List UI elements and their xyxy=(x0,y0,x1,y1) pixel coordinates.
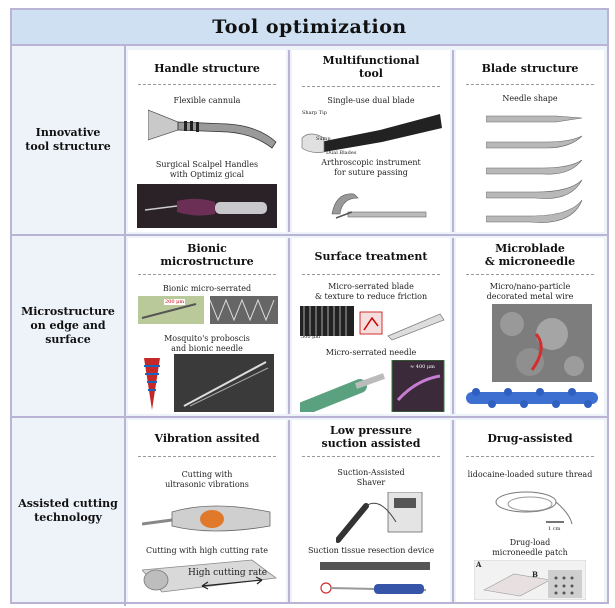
row-label-assisted: Assisted cutting technology xyxy=(18,497,118,524)
cell-low-pressure-suction: Low pressure suction assisted Suction-As… xyxy=(292,420,450,602)
cell-drug-assisted: Drug-assisted lidocaine-loaded suture th… xyxy=(456,420,604,602)
scalpel-handle-image xyxy=(137,184,277,228)
dual-blade-image xyxy=(301,114,442,153)
caption: Needle shape xyxy=(502,94,558,103)
label-panel-b: B xyxy=(532,570,538,579)
cell-microblade-microneedle: Microblade & microneedle Micro/nano-part… xyxy=(456,238,604,414)
caption: Bionic micro-serrated xyxy=(162,284,252,293)
microneedle-patch-image xyxy=(474,560,586,600)
cell-bionic-microstructure: Bionic microstructure Bionic micro-serra… xyxy=(128,238,286,414)
column-separator xyxy=(452,420,454,602)
bionic-serrated-image xyxy=(138,296,278,324)
caption: Micro-serrated blade & texture to reduce… xyxy=(314,282,428,301)
divider xyxy=(302,456,440,457)
ultrasonic-tool-image xyxy=(142,505,271,532)
divider xyxy=(466,274,594,275)
cell-vibration-assisted: Vibration assited Cutting with ultrasoni… xyxy=(128,420,286,602)
caption: Arthroscopic instrument for suture passi… xyxy=(321,158,421,177)
label-dual-blades: Dual Blades xyxy=(326,150,357,156)
caption: lidocaine-loaded suture thread xyxy=(467,470,593,479)
caption: Mosquito's proboscis and bionic needle xyxy=(164,334,250,353)
caption: Flexible cannula xyxy=(173,96,241,105)
cell-title: Bionic microstructure xyxy=(160,242,254,269)
column-separator xyxy=(452,50,454,232)
needle-shapes-image xyxy=(486,115,583,223)
label-sharp-tip: Sharp Tip xyxy=(302,110,327,116)
flexible-cannula-image xyxy=(148,109,277,149)
mosquito-proboscis-image xyxy=(144,358,160,410)
divider xyxy=(302,86,440,87)
caption: Suction tissue resection device xyxy=(307,546,435,555)
suture-passing-instrument-image xyxy=(331,193,427,219)
suture-thread-image xyxy=(495,491,573,525)
cell-title: Surface treatment xyxy=(314,250,428,263)
column-separator xyxy=(288,50,290,232)
divider xyxy=(302,274,440,275)
cell-title: Microblade & microneedle xyxy=(484,242,576,269)
serrated-blade-texture-image xyxy=(300,306,445,341)
caption: Surgical Scalpel Handles with Optimiz gi… xyxy=(155,160,259,179)
cell-title: Vibration assited xyxy=(154,432,260,445)
label-scale-1cm: 1 cm xyxy=(548,526,561,532)
tissue-resection-device-image xyxy=(320,562,430,594)
label-scale-200um: 200 μm xyxy=(164,299,186,305)
high-cutting-rate-image xyxy=(142,559,277,593)
divider xyxy=(138,456,276,457)
column-separator xyxy=(288,238,290,414)
cell-surface-treatment: Surface treatment Micro-serrated blade &… xyxy=(292,238,450,414)
label-sump: Sump xyxy=(316,136,331,142)
column-separator xyxy=(124,46,126,606)
row-label-innovative: Innovative tool structure xyxy=(25,126,111,153)
microneedle-wire-image xyxy=(466,388,598,408)
cell-handle-structure: Handle structure Flexible cannula Surgic… xyxy=(128,50,286,232)
caption: Cutting with high cutting rate xyxy=(146,546,268,555)
bionic-needle-micrograph xyxy=(174,354,274,412)
row-separator xyxy=(12,234,607,236)
caption: Cutting with ultrasonic vibrations xyxy=(165,470,249,489)
label-panel-a: A xyxy=(476,560,482,569)
cell-title: Drug-assisted xyxy=(487,432,573,445)
label-scale-400um: ≈ 400 μm xyxy=(410,364,435,370)
caption: Micro-serrated needle xyxy=(325,348,417,357)
suction-shaver-image xyxy=(336,492,423,543)
divider xyxy=(466,84,594,85)
row-separator xyxy=(12,416,607,418)
decorated-wire-micrograph xyxy=(492,304,592,382)
caption: Drug-load microneedle patch xyxy=(492,538,568,557)
label-high-cutting-rate: High cutting rate xyxy=(188,568,268,578)
divider xyxy=(466,456,594,457)
diagram-title: Tool optimization xyxy=(12,10,607,46)
caption: Suction-Assisted Shaver xyxy=(337,468,405,487)
cell-title: Multifunctional tool xyxy=(322,54,420,81)
cell-title: Blade structure xyxy=(481,62,579,75)
column-separator xyxy=(452,238,454,414)
cell-multifunctional-tool: Multifunctional tool Single-use dual bla… xyxy=(292,50,450,232)
cell-blade-structure: Blade structure Needle shape xyxy=(456,50,604,232)
cell-title: Low pressure suction assisted xyxy=(321,424,421,451)
cell-title: Handle structure xyxy=(154,62,260,75)
row-label-microstructure: Microstructure on edge and surface xyxy=(21,305,115,346)
column-separator xyxy=(288,420,290,602)
caption: Micro/nano-particle decorated metal wire xyxy=(486,282,574,301)
serrated-needle-image xyxy=(300,360,445,412)
divider xyxy=(138,274,276,275)
divider xyxy=(138,84,276,85)
diagram-frame: Tool optimization Innovative tool struct… xyxy=(10,8,609,606)
label-scale-500um: 500 μm xyxy=(301,334,321,340)
caption: Single-use dual blade xyxy=(327,96,415,105)
